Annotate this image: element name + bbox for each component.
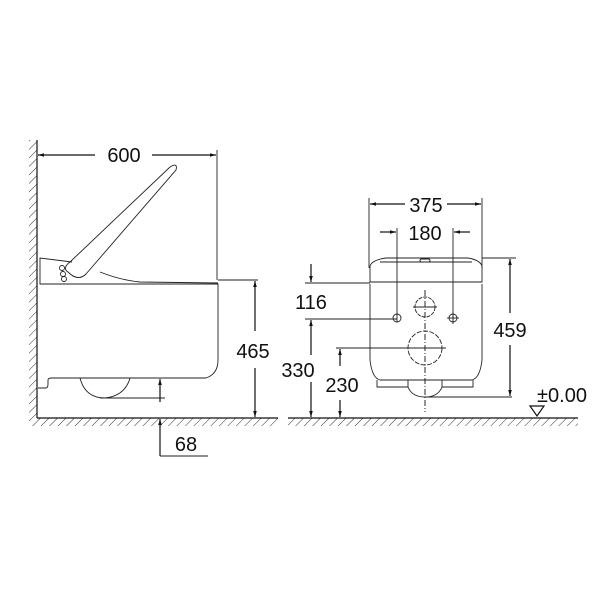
toilet-body-side bbox=[38, 257, 219, 389]
height-dimension-label: 465 bbox=[236, 341, 269, 363]
front-view: 375 180 116 330 230 459 ±0.00 bbox=[281, 195, 587, 426]
width-dimension-label: 375 bbox=[409, 195, 442, 217]
bolt-spacing-label: 180 bbox=[408, 223, 441, 245]
toilet-body-front bbox=[369, 284, 483, 381]
bottom-offset-label: 68 bbox=[175, 434, 197, 456]
floor-level-label: ±0.00 bbox=[537, 385, 587, 407]
floor-hatch-left bbox=[29, 418, 278, 426]
outlet-height-label: 230 bbox=[325, 375, 358, 397]
wall-hatch bbox=[29, 140, 37, 418]
seat-to-bolt-label: 116 bbox=[295, 292, 327, 314]
side-view: 600 465 68 bbox=[29, 140, 278, 457]
seat-front bbox=[369, 257, 483, 283]
level-marker-icon bbox=[528, 405, 546, 418]
total-height-label: 459 bbox=[493, 320, 526, 342]
bolt-height-label: 330 bbox=[281, 360, 314, 382]
floor-hatch-right bbox=[288, 418, 578, 426]
depth-dimension-label: 600 bbox=[107, 145, 140, 167]
lid-side bbox=[65, 164, 177, 278]
